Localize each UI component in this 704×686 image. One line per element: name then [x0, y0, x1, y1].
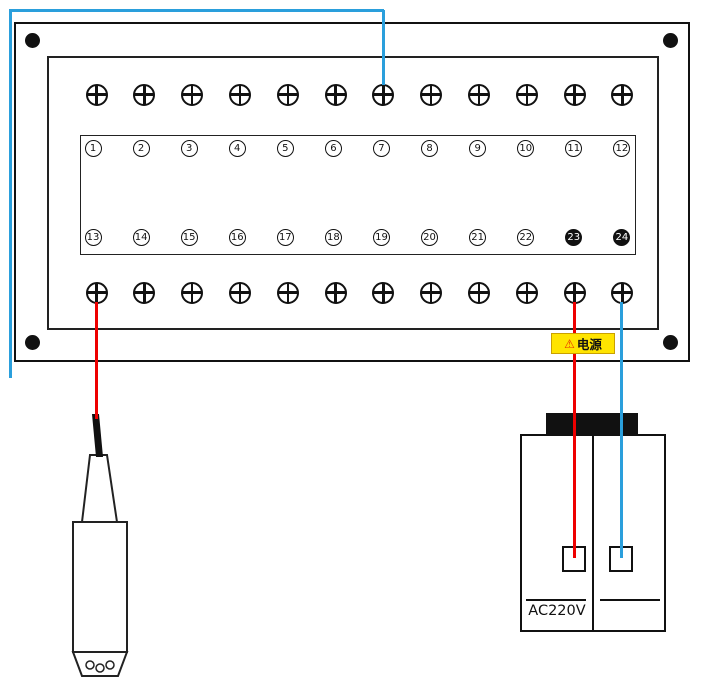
- power-plug-cap: [546, 413, 638, 435]
- power-source-line-right: [600, 599, 660, 601]
- power-warning-label: ⚠ 电源: [551, 333, 615, 354]
- screw-terminal-icon: [133, 281, 156, 304]
- terminal-number-19: 19: [372, 228, 390, 246]
- terminal-number-8: 8: [421, 139, 439, 157]
- sensor-hole-icon: [95, 663, 105, 673]
- terminal-number-3: 3: [180, 139, 198, 157]
- blue-wire-to-terminal-7: [382, 10, 385, 85]
- terminal-number-23: 23: [565, 228, 583, 246]
- terminal-number-13: 13: [84, 228, 102, 246]
- terminal-number-24: 24: [613, 228, 631, 246]
- screw-terminal-icon: [515, 281, 538, 304]
- top-screw-row: [85, 83, 634, 106]
- sensor-hole-icon: [85, 660, 95, 670]
- screw-terminal-icon: [420, 83, 443, 106]
- sensor-body: [72, 521, 128, 653]
- terminal-number-15: 15: [180, 228, 198, 246]
- blue-wire-left-vertical: [9, 9, 12, 378]
- screw-terminal-icon: [276, 83, 299, 106]
- screw-terminal-icon: [563, 281, 586, 304]
- terminal-number-6: 6: [324, 139, 342, 157]
- terminal-number-10: 10: [517, 139, 535, 157]
- terminal-number-9: 9: [469, 139, 487, 157]
- terminal-number-12: 12: [613, 139, 631, 157]
- screw-terminal-icon: [181, 83, 204, 106]
- screw-terminal-icon: [85, 281, 108, 304]
- power-source-body: AC220V: [520, 434, 666, 632]
- screw-terminal-icon: [324, 281, 347, 304]
- power-source-divider: [592, 436, 594, 630]
- screw-terminal-icon: [228, 281, 251, 304]
- terminal-number-22: 22: [517, 228, 535, 246]
- screw-terminal-icon: [563, 83, 586, 106]
- terminal-number-18: 18: [324, 228, 342, 246]
- corner-screw-icon: [663, 335, 678, 350]
- blue-power-wire: [620, 302, 623, 558]
- sensor-cable: [92, 414, 103, 457]
- terminal-number-11: 11: [565, 139, 583, 157]
- power-label-text: 电源: [576, 337, 602, 352]
- screw-terminal-icon: [228, 83, 251, 106]
- terminal-number-21: 21: [469, 228, 487, 246]
- terminal-number-16: 16: [228, 228, 246, 246]
- screw-terminal-icon: [324, 83, 347, 106]
- screw-terminal-icon: [85, 83, 108, 106]
- red-wire-to-sensor: [95, 302, 98, 419]
- screw-terminal-icon: [276, 281, 299, 304]
- sensor-hole-icon: [105, 660, 115, 670]
- corner-screw-icon: [25, 33, 40, 48]
- blue-wire-top-horizontal: [9, 9, 384, 12]
- terminal-number-17: 17: [276, 228, 294, 246]
- terminal-number-7: 7: [372, 139, 390, 157]
- screw-terminal-icon: [133, 83, 156, 106]
- terminal-number-5: 5: [276, 139, 294, 157]
- voltage-label: AC220V: [528, 603, 586, 619]
- terminal-number-14: 14: [132, 228, 150, 246]
- screw-terminal-icon: [468, 83, 490, 106]
- corner-screw-icon: [663, 33, 678, 48]
- power-source-line-left: [526, 599, 586, 601]
- screw-terminal-icon: [420, 281, 443, 304]
- screw-terminal-icon: [515, 83, 538, 106]
- screw-terminal-icon: [372, 83, 395, 106]
- terminal-number-1: 1: [84, 139, 102, 157]
- screw-terminal-icon: [181, 281, 204, 304]
- corner-screw-icon: [25, 335, 40, 350]
- warning-triangle-icon: ⚠: [564, 336, 575, 351]
- red-power-wire: [573, 302, 576, 558]
- screw-terminal-icon: [468, 281, 490, 304]
- screw-terminal-icon: [611, 281, 634, 304]
- terminal-number-2: 2: [132, 139, 150, 157]
- terminal-number-4: 4: [228, 139, 246, 157]
- terminal-numbers-bottom-row: 13 14 15 16 17 18 19 20 21 22 23 24: [84, 228, 631, 246]
- sensor-neck: [80, 454, 119, 523]
- screw-terminal-icon: [611, 83, 634, 106]
- bottom-screw-row: [85, 281, 634, 304]
- terminal-number-20: 20: [421, 228, 439, 246]
- screw-terminal-icon: [372, 281, 395, 304]
- level-sensor-probe: [71, 414, 129, 677]
